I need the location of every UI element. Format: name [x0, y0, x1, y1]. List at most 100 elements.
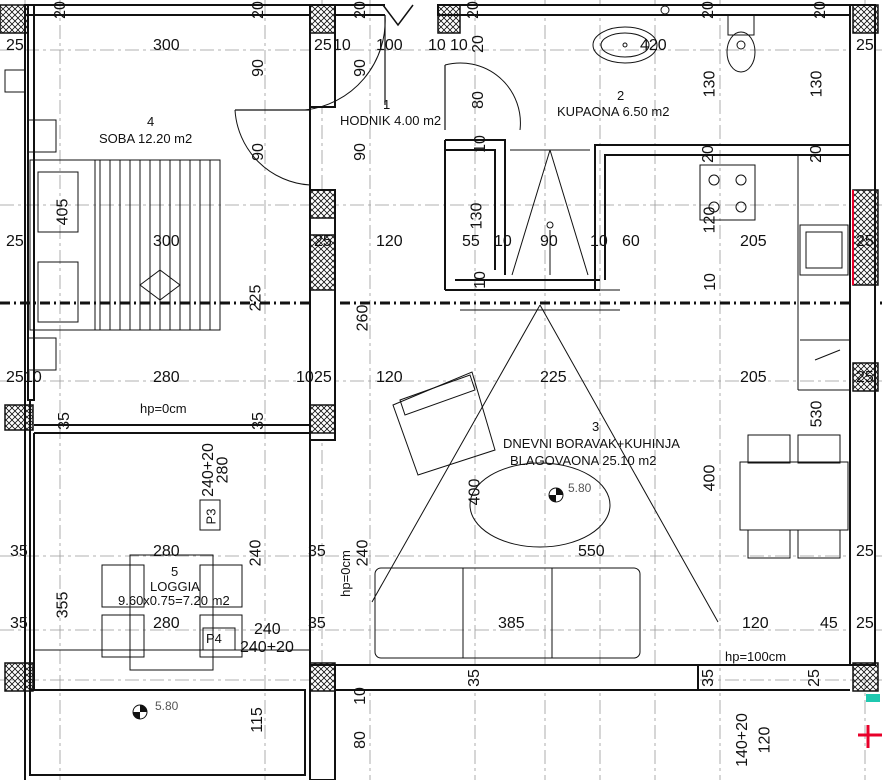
dim: 25 — [314, 369, 332, 386]
dim: 280 — [153, 615, 180, 632]
dim: 20 — [811, 1, 829, 19]
dim: 205 — [740, 233, 767, 250]
dim: 120 — [742, 615, 769, 632]
dim: 90 — [249, 143, 267, 161]
dim: 115 — [248, 707, 266, 733]
dim: 20 — [699, 1, 717, 19]
loggia-furniture — [35, 499, 310, 671]
dim: 280 — [153, 369, 180, 386]
door-swings — [234, 14, 521, 186]
dim: 35 — [699, 669, 717, 687]
room-number-kupaona: 2 — [617, 88, 625, 103]
dim: 55 — [462, 233, 480, 250]
dim: 420 — [640, 37, 667, 54]
dim: 25 — [856, 233, 874, 250]
dim: 385 — [498, 615, 525, 632]
dim: 80 — [469, 91, 487, 109]
dim: 10 — [296, 369, 314, 386]
dim: 10 — [494, 233, 512, 250]
room-number-soba: 4 — [147, 114, 155, 129]
dim: 25 — [856, 37, 874, 54]
teal-marker — [866, 694, 880, 702]
hp-label-right: hp=100cm — [725, 649, 787, 664]
dim: 120 — [376, 369, 403, 386]
dim: 400 — [466, 478, 484, 506]
bed — [4, 69, 221, 371]
dim: 25 — [6, 233, 24, 250]
dim: 80 — [351, 731, 369, 749]
level-symbols — [132, 487, 564, 720]
opening-p4: P4 — [206, 631, 222, 646]
hp-label-left: hp=0cm — [140, 401, 187, 416]
dim: 25 — [856, 369, 874, 386]
dim: 225 — [247, 284, 265, 312]
dim: 530 — [808, 400, 826, 428]
dim: 25 — [314, 37, 332, 54]
dim: 35 — [10, 615, 28, 632]
dim: 120 — [376, 233, 403, 250]
bathroom-fixtures — [510, 5, 850, 276]
dim: 225 — [540, 369, 567, 386]
level-mark-loggia: 5.80 — [155, 699, 179, 713]
dim: 35 — [249, 412, 267, 430]
dim: 10 — [24, 369, 42, 386]
dim: 20 — [699, 145, 717, 163]
room-number-boravak: 3 — [592, 419, 600, 434]
room-label-hodnik: HODNIK 4.00 m2 — [340, 113, 442, 128]
room-number-hodnik: 1 — [383, 97, 391, 112]
dim: 130 — [808, 70, 826, 98]
dim: 10 — [471, 135, 489, 153]
dim: 130 — [701, 70, 719, 98]
dim: 240 — [354, 539, 372, 567]
level-mark-living: 5.80 — [568, 481, 592, 495]
dim: 20 — [469, 35, 487, 53]
dim: 25 — [6, 37, 24, 54]
dim: 280 — [153, 543, 180, 560]
dim: 400 — [701, 464, 719, 492]
dim: 20 — [464, 1, 482, 19]
dim: 10 — [351, 687, 369, 705]
dim: 35 — [308, 615, 326, 632]
dim: 25 — [856, 543, 874, 560]
dim: 550 — [578, 543, 605, 560]
dim: 45 — [820, 615, 838, 632]
red-marker — [852, 190, 854, 285]
dim: 90 — [351, 143, 369, 161]
dim: 10 — [333, 37, 351, 54]
dim: 35 — [308, 543, 326, 560]
dim: 20 — [351, 1, 369, 19]
entry-arrow — [382, 4, 414, 27]
dim: 280 — [214, 456, 232, 484]
kitchen-units — [699, 155, 850, 391]
room-label-loggia-2: 9.60x0.75=7.20 m2 — [118, 593, 230, 608]
structural-columns — [0, 4, 879, 692]
dim: 20 — [249, 1, 267, 19]
dim: 10 — [701, 273, 719, 291]
dim: 300 — [153, 233, 180, 250]
dim: 20 — [807, 145, 825, 163]
dim: 120 — [701, 206, 719, 234]
dim: 355 — [54, 591, 72, 619]
dim: 90 — [249, 59, 267, 77]
dim: 25 — [805, 669, 823, 687]
living-furniture — [371, 289, 849, 659]
dim: 240+20 — [240, 639, 294, 656]
dim: 35 — [465, 669, 483, 687]
dim: 10 — [450, 37, 468, 54]
dim: 300 — [153, 37, 180, 54]
red-cross-marker — [858, 725, 882, 748]
dim: 405 — [54, 198, 72, 226]
room-label-boravak-1: DNEVNI BORAVAK+KUHINJA — [503, 436, 680, 451]
room-number-loggia: 5 — [171, 564, 179, 579]
hp-label-mid: hp=0cm — [337, 550, 353, 597]
dim: 240 — [247, 539, 265, 567]
dim: 35 — [55, 412, 73, 430]
dim: 260 — [354, 304, 372, 332]
dim: 10 — [428, 37, 446, 54]
dim: 120 — [756, 726, 774, 754]
dim: 90 — [540, 233, 558, 250]
dim: 240 — [254, 621, 281, 638]
dim: 10 — [590, 233, 608, 250]
dim: 90 — [351, 59, 369, 77]
